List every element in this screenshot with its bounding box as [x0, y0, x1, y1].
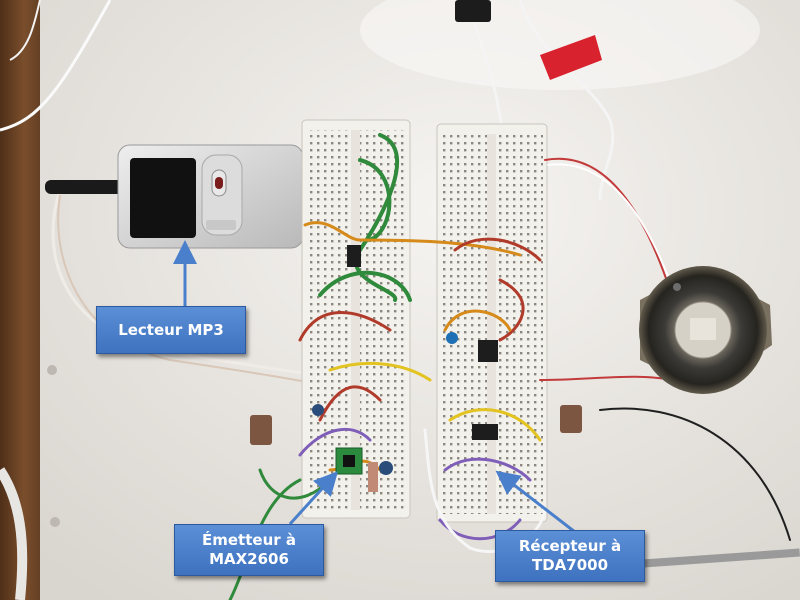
receiver-label-line1: Récepteur à [518, 537, 622, 555]
black-connector [455, 0, 491, 22]
speaker [639, 266, 772, 394]
breadboard-receiver [436, 123, 548, 523]
mp3-player [117, 144, 304, 249]
receiver-label-line2: TDA7000 [531, 556, 609, 574]
mp3-player-label-text: Lecteur MP3 [118, 320, 224, 339]
callout-arrows [173, 240, 576, 534]
components [250, 245, 582, 492]
mp3-player-label: Lecteur MP3 [96, 306, 246, 354]
emitter-label-line1: Émetteur à [202, 531, 296, 549]
receiver-label: Récepteur à TDA7000 [495, 530, 645, 582]
emitter-label: Émetteur à MAX2606 [174, 524, 324, 576]
emitter-label-line2: MAX2606 [209, 550, 289, 568]
